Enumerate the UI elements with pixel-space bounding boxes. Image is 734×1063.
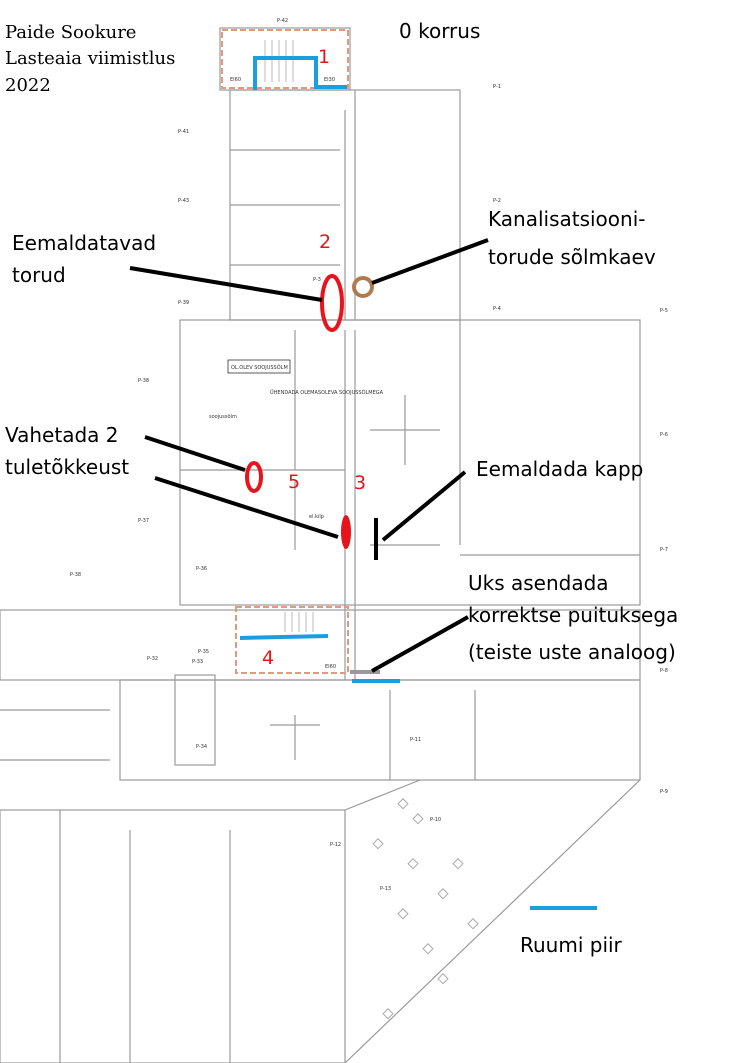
title-line: Paide Sookure [5,22,136,43]
point-label: P-11 [410,737,421,743]
stairs [264,40,314,632]
marker-5: 5 [288,471,300,493]
point-label: P-5 [660,308,668,314]
point-label: P-3 [313,277,321,283]
walls [0,27,641,1063]
annotation-door: korrektse puituksega [468,603,678,627]
point-label: P-35 [198,649,209,655]
fire-class-label: EI60 [230,77,241,83]
pipes-marker-oval [320,274,344,332]
point-label: P-36 [196,566,207,572]
point-label: P-1 [493,84,501,90]
point-label: P-41 [178,129,189,135]
point-label: P-37 [138,518,149,524]
point-label: P-7 [660,547,668,553]
point-label: P-12 [330,842,341,848]
title-line: 2022 [5,75,51,96]
annotation-pipes: Eemaldatavad [12,231,156,255]
marker-1: 1 [318,46,330,68]
point-label: P-43 [178,198,189,204]
point-label: P-13 [380,886,391,892]
marker-4: 4 [262,647,274,669]
fire-class-label: EI30 [324,77,335,83]
point-label: P-4 [493,306,501,312]
sewer-well-marker [352,276,374,298]
annotation-sewer: torude sõlmkaev [488,245,656,269]
fire-door-marker-oval [245,461,263,493]
point-label: P-8 [660,668,668,674]
point-label: P-38 [70,572,81,578]
annotation-sewer: Kanalisatsiooni- [488,207,645,231]
point-label: P-10 [430,817,441,823]
annotation-cabinet: Eemaldada kapp [476,457,643,481]
point-label: P-2 [493,198,501,204]
fire-zone-stair-1 [221,29,349,89]
point-label: P-33 [192,659,203,665]
fire-class-label: EI60 [325,664,336,670]
point-label: P-39 [178,300,189,306]
point-labels: P-42 P-1 P-41 P-43 P-2 P-3 P-39 P-4 P-5 … [70,18,668,892]
connect-label: ÜHENDADA OLEMASOLEVA SOOJUSSÕLMEGA [270,389,384,396]
point-label: P-6 [660,432,668,438]
annotation-pipes: torud [12,263,66,287]
old-heat-node-box [227,359,291,374]
point-label: P-38 [138,378,149,384]
annotation-door: (teiste uste analoog) [468,640,676,664]
leader-lines [129,238,489,673]
old-heat-node-label: OL.OLEV SOOJUSSÕLM [231,364,288,371]
floor-label: 0 korrus [399,19,480,43]
el-panel-label: el.kilp [309,514,324,520]
legend-room-boundary-label: Ruumi piir [520,933,623,957]
point-label: P-34 [196,744,207,750]
annotation-doors: Vahetada 2 [5,423,119,447]
fire-zone-stair-4 [235,606,349,674]
annotation-doors: tuletõkkeust [5,455,129,479]
title-line: Lasteaia viimistlus [5,48,175,69]
paving-marks [372,798,479,1020]
fire-door-marker-oval [341,515,351,549]
room-boundary-lines [239,56,400,683]
marker-2: 2 [319,231,331,253]
heat-node-label: soojussõlm [209,414,237,420]
point-label: P-42 [277,18,288,24]
annotation-door: Uks asendada [468,571,609,595]
point-label: P-32 [147,656,158,662]
point-label: P-9 [660,789,668,795]
marker-3: 3 [354,472,366,494]
